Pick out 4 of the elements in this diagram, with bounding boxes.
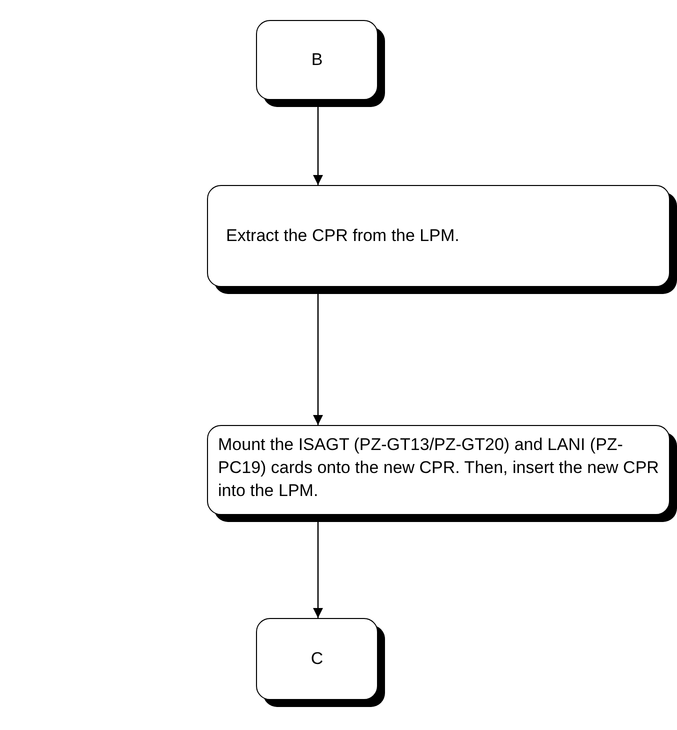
step-text: Extract the CPR from the LPM. bbox=[226, 224, 460, 247]
step-text: B bbox=[311, 48, 323, 71]
step-text: C bbox=[310, 648, 324, 670]
step-text: Mount the ISAGT (PZ-GT13/PZ-GT20) and LANI (PZ-PC19) cards onto the new CPR. Then, insert the new CPR into the LPM. bbox=[218, 434, 659, 502]
